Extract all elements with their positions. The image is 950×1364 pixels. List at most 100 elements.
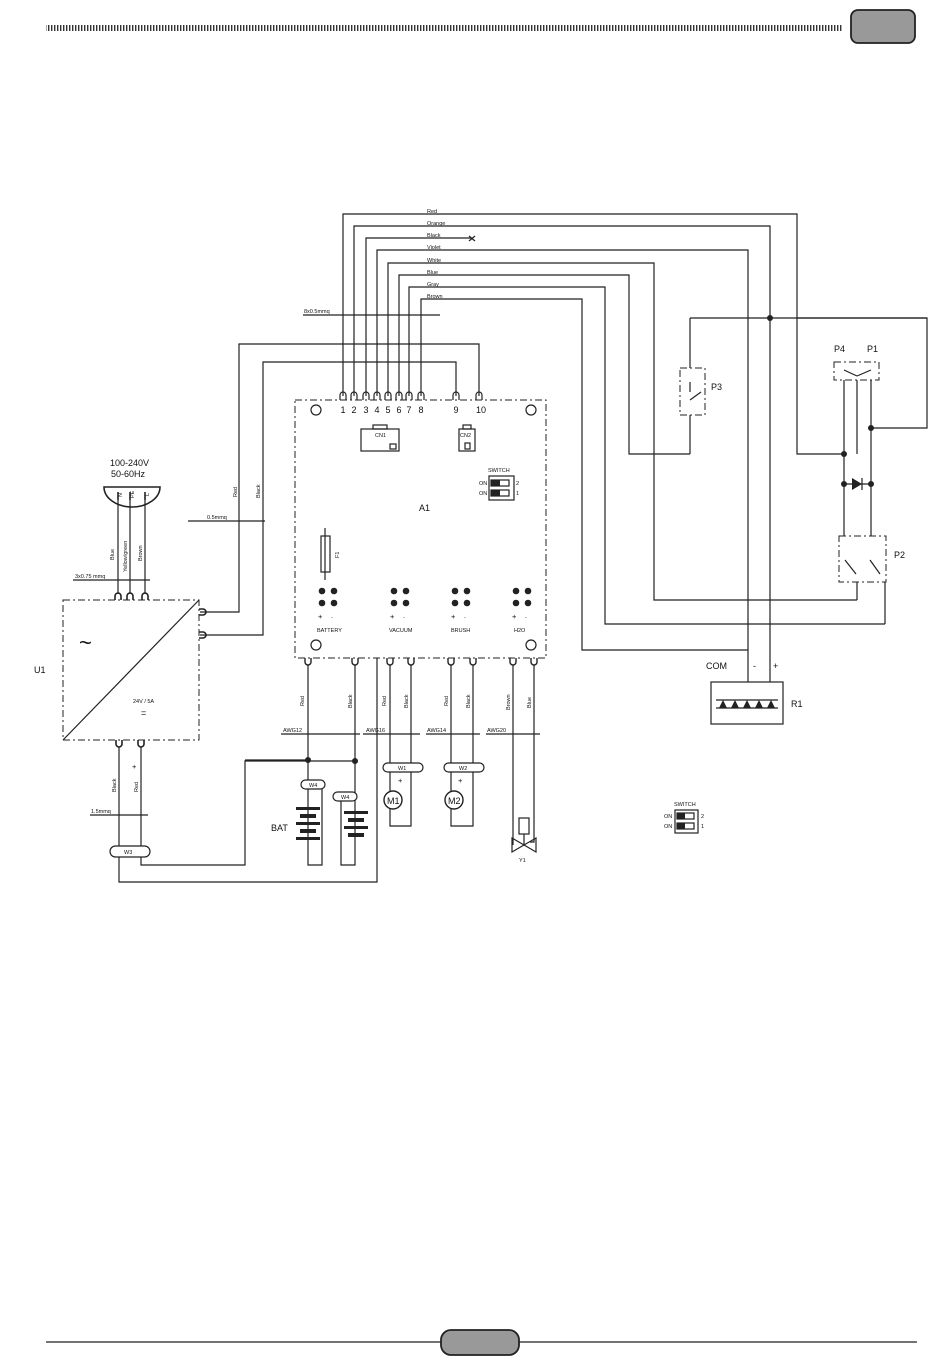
wire-label-white: White (427, 258, 441, 264)
svg-text:ON: ON (664, 824, 672, 830)
svg-text:Blue: Blue (110, 549, 116, 560)
svg-text:PE: PE (130, 490, 136, 498)
svg-text:+: + (132, 762, 137, 771)
legend-switch: SWITCH ON ON 2 1 (664, 802, 704, 834)
svg-text:Red: Red (382, 696, 388, 706)
svg-text:Brown: Brown (506, 694, 512, 710)
clamp-w2: W2 (459, 766, 467, 772)
y1-label: Y1 (519, 858, 526, 864)
svg-text:5: 5 (385, 405, 390, 415)
clamp-w1: W1 (398, 766, 406, 772)
psu-input-wires: Black Red + 1.5mmq W3 (90, 658, 378, 883)
board-label: A1 (419, 503, 430, 513)
svg-text:2: 2 (701, 814, 704, 820)
svg-text:ON: ON (479, 491, 487, 497)
p4-label: P4 (834, 344, 845, 354)
harness-section-label: 8x0.5mmq (304, 309, 330, 315)
clamp-w4-a: W4 (309, 783, 317, 789)
svg-text:Black: Black (466, 694, 472, 708)
psu-label: U1 (34, 665, 46, 675)
harness-labels: Red Orange Black Violet White Blue Gray … (304, 209, 445, 315)
svg-text:Brown: Brown (138, 545, 144, 561)
socket-vacuum (390, 587, 410, 607)
harness-wires (200, 213, 928, 651)
svg-text:+: + (398, 776, 403, 785)
fuse-label: F1 (335, 552, 341, 558)
battery-section: AWG12 (283, 728, 302, 734)
svg-text:SWITCH: SWITCH (674, 802, 696, 808)
r1-plus: + (773, 661, 778, 671)
svg-text:Black: Black (348, 694, 354, 708)
p3-label: P3 (711, 382, 722, 392)
mains-plug: 100-240V 50-60Hz N PE L Blue Yellow/gree… (73, 458, 161, 594)
control-board-a1: A1 CN1 CN2 SWITCH ON ON 2 1 F1 (294, 399, 547, 659)
m2-label: M2 (448, 796, 461, 806)
svg-text:3: 3 (363, 405, 368, 415)
wire-label-red: Red (427, 209, 437, 215)
socket-h2o (512, 587, 532, 607)
m1-label: M1 (387, 796, 400, 806)
svg-text:1: 1 (701, 824, 704, 830)
svg-text:1: 1 (516, 491, 519, 497)
svg-text:-: - (525, 615, 527, 621)
wire-label-blue: Blue (427, 270, 438, 276)
board-output-terminals (304, 658, 538, 666)
cn1-label: CN1 (375, 433, 386, 439)
socket-label-h2o: H2O (514, 628, 526, 634)
brush-motor-m2: AWG14 Red Black W2 + M2 (426, 665, 485, 827)
m1-section: AWG16 (366, 728, 385, 734)
header-page-tab (850, 9, 916, 44)
svg-text:+: + (458, 776, 463, 785)
clamp-w3: W3 (124, 850, 132, 856)
svg-text:L: L (145, 493, 151, 496)
svg-text:2: 2 (351, 405, 356, 415)
mains-voltage: 100-240V (110, 458, 149, 468)
switch-p4-p1: P4 P1 (833, 344, 880, 381)
svg-text:+: + (390, 612, 395, 621)
psu-output-wires: Red Black 0.5mmq (188, 484, 265, 522)
svg-text:+: + (512, 612, 517, 621)
svg-text:-: - (464, 615, 466, 621)
wire-label-violet: Violet (427, 245, 441, 251)
svg-text:6: 6 (396, 405, 401, 415)
psu-out-section: 0.5mmq (207, 515, 227, 521)
svg-text:7: 7 (406, 405, 411, 415)
connector-pin-numbers: 1 2 3 4 5 6 7 8 9 10 (340, 405, 486, 415)
svg-text:8: 8 (418, 405, 423, 415)
battery-bat: AWG12 Red Black W4 W4 BAT (245, 665, 368, 866)
r1-label: R1 (791, 699, 803, 709)
mains-frequency: 50-60Hz (111, 469, 146, 479)
svg-text:N: N (118, 493, 124, 497)
m2-section: AWG14 (427, 728, 446, 734)
relay-r1: R1 COM - + (706, 661, 803, 725)
header-hatch-bar (46, 25, 842, 31)
socket-battery (318, 587, 338, 607)
svg-text:ON: ON (479, 481, 487, 487)
svg-text:Red: Red (134, 782, 140, 792)
svg-text:Blue: Blue (527, 697, 533, 708)
switch-p3: P3 (679, 367, 722, 416)
psu-in-section: 1.5mmq (91, 809, 111, 815)
svg-text:9: 9 (453, 405, 458, 415)
svg-text:Red: Red (444, 696, 450, 706)
battery-label: BAT (271, 823, 288, 833)
board-switch-title: SWITCH (488, 468, 510, 474)
r1-minus: - (753, 661, 756, 671)
footer-page-tab (440, 1329, 520, 1356)
pin-terminals (339, 391, 483, 400)
svg-text:+: + (318, 612, 323, 621)
vacuum-motor-m1: AWG16 Red Black W1 + M1 (363, 665, 424, 827)
wire-label-orange: Orange (427, 221, 445, 227)
svg-text:-: - (403, 615, 405, 621)
right-bus-wires (689, 315, 927, 682)
socket-label-vacuum: VACUUM (389, 628, 413, 634)
svg-text:-: - (331, 615, 333, 621)
socket-brush (451, 587, 471, 607)
svg-text:Red: Red (233, 487, 239, 497)
r1-com: COM (706, 661, 727, 671)
wire-label-brown: Brown (427, 294, 443, 300)
switch-p2: P2 (838, 535, 905, 583)
svg-text:Black: Black (404, 694, 410, 708)
psu-sine: ~ (79, 630, 92, 655)
